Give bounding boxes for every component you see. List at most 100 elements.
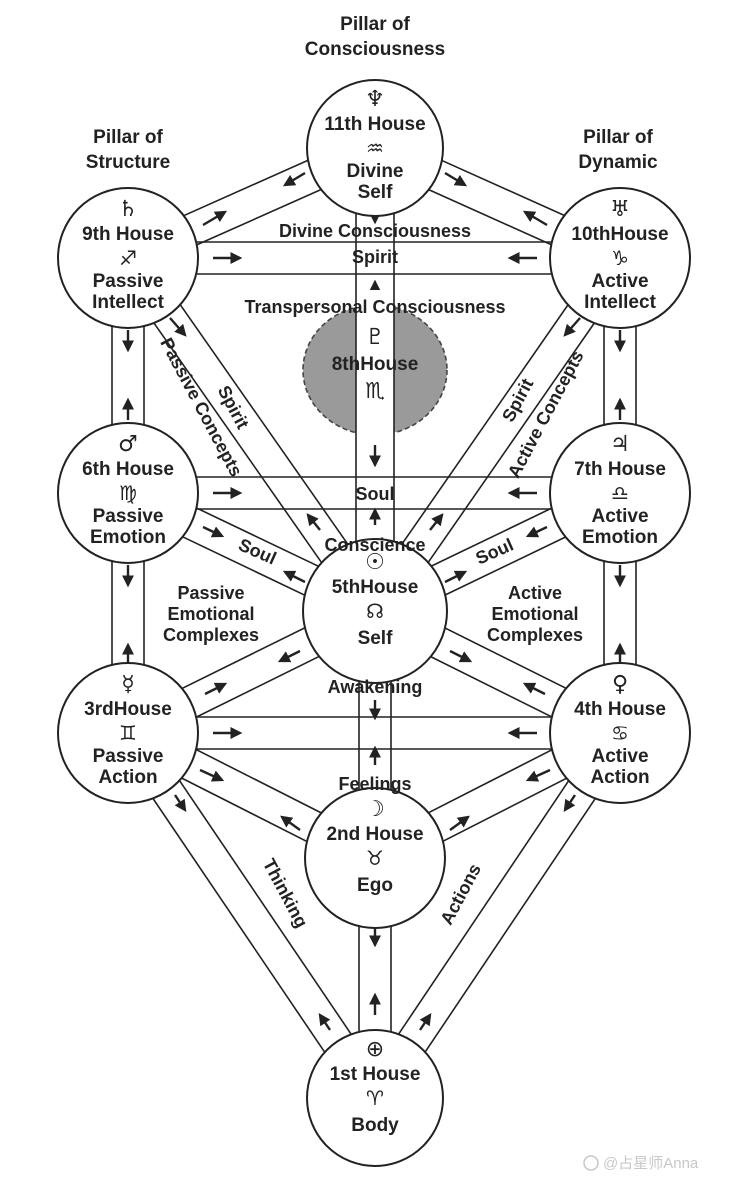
flow-arrow bbox=[169, 317, 187, 337]
label-conscience: Conscience bbox=[324, 535, 425, 555]
7th-house-label-line2: Emotion bbox=[582, 527, 658, 548]
venus-icon: ♀ bbox=[612, 672, 628, 697]
7th-house-label-line1: Active bbox=[591, 506, 648, 527]
2nd-house-label: Ego bbox=[357, 875, 393, 896]
5th-house-label: Self bbox=[358, 628, 394, 649]
7th-house-circle bbox=[549, 422, 691, 564]
jupiter-icon: ♃ bbox=[610, 432, 630, 457]
label-soul-left: Soul bbox=[236, 534, 280, 568]
flow-arrow bbox=[449, 815, 470, 831]
flow-arrow bbox=[429, 513, 444, 531]
9th-house-label-line1: Passive bbox=[93, 271, 164, 292]
3rd-house-circle bbox=[57, 662, 199, 804]
1st-house-title: 1st House bbox=[330, 1064, 421, 1085]
label-transpersonal-consciousness: Transpersonal Consciousness bbox=[244, 297, 505, 317]
9th-house-title: 9th House bbox=[82, 224, 174, 245]
channel-line-h3-h1 bbox=[173, 772, 357, 1042]
8th-house-column bbox=[356, 290, 394, 440]
10th-house-label-line1: Active bbox=[591, 271, 648, 292]
label-active-emotional-complexes-2: Emotional bbox=[491, 604, 578, 624]
5th-house-circle bbox=[302, 538, 448, 684]
channel-line-h3-h2 bbox=[187, 744, 330, 818]
flow-arrow bbox=[174, 794, 187, 812]
earth-icon: ⊕ bbox=[366, 1037, 384, 1062]
channel-line-h10-h5 bbox=[422, 315, 600, 571]
pluto-icon: ♇ bbox=[365, 325, 385, 350]
6th-house-circle bbox=[57, 422, 199, 564]
capricorn-icon: ♑ bbox=[611, 246, 629, 270]
3rd-house-label-line2: Action bbox=[98, 767, 157, 788]
flow-arrow bbox=[280, 815, 301, 831]
6th-house-label-line1: Passive bbox=[93, 506, 164, 527]
channel-line-h3-h5 bbox=[188, 651, 328, 722]
pillar-structure-line2: Structure bbox=[86, 152, 170, 173]
scorpio-icon: ♏ bbox=[365, 379, 385, 404]
10th-house-label-line2: Intellect bbox=[584, 292, 656, 313]
label-thinking: Thinking bbox=[259, 855, 312, 931]
cancer-icon: ♋ bbox=[611, 721, 629, 745]
5th-house-title: 5thHouse bbox=[332, 577, 419, 598]
channel-line-h6-h5 bbox=[174, 532, 314, 600]
flow-arrow bbox=[199, 768, 225, 782]
10th-house-circle bbox=[549, 187, 691, 329]
virgo-icon: ♍ bbox=[119, 481, 137, 505]
libra-icon: ♎ bbox=[611, 481, 629, 505]
channel-line-h4-h2 bbox=[434, 773, 575, 846]
label-soul-horizontal: Soul bbox=[356, 484, 395, 504]
4th-house-title: 4th House bbox=[574, 699, 666, 720]
label-active-emotional-complexes-3: Complexes bbox=[487, 625, 583, 645]
7th-house-title: 7th House bbox=[574, 459, 666, 480]
sun-icon: ☉ bbox=[365, 550, 385, 575]
2nd-house-title: 2nd House bbox=[326, 824, 423, 845]
channel-line-h4-h1 bbox=[393, 773, 575, 1042]
flow-arrow bbox=[563, 317, 581, 337]
gemini-icon: ♊ bbox=[119, 721, 137, 745]
4th-house-label-line1: Active bbox=[591, 746, 648, 767]
label-active-emotional-complexes-1: Active bbox=[508, 583, 562, 603]
channel-line-h3-h1 bbox=[147, 790, 331, 1060]
channel-line-h4-h5 bbox=[422, 651, 560, 722]
sagittarius-icon: ♐ bbox=[119, 246, 137, 270]
pillar-dynamic-line2: Dynamic bbox=[578, 152, 658, 173]
pillar-structure-line1: Pillar of bbox=[93, 127, 163, 148]
channel-line-h11-h10 bbox=[420, 185, 560, 249]
flow-arrow bbox=[282, 570, 306, 584]
channel-line-h11-h9 bbox=[175, 156, 317, 220]
mars-icon: ♂ bbox=[118, 432, 138, 457]
flow-arrow bbox=[563, 794, 576, 812]
label-passive-emotional-complexes-2: Emotional bbox=[167, 604, 254, 624]
channel-line-h7-h5 bbox=[422, 503, 560, 571]
label-awakening: Awakening bbox=[328, 677, 423, 697]
flow-arrow bbox=[525, 768, 551, 782]
flow-arrow bbox=[525, 525, 548, 538]
3rd-house-label-line1: Passive bbox=[93, 746, 164, 767]
label-feelings: Feelings bbox=[338, 774, 411, 794]
channel-line-h4-h1 bbox=[419, 790, 601, 1060]
channel-line-h9-h5 bbox=[148, 315, 328, 571]
flow-arrow bbox=[419, 1013, 432, 1031]
label-spirit-horizontal: Spirit bbox=[352, 247, 398, 267]
mercury-icon: ☿ bbox=[121, 672, 135, 697]
uranus-icon: ♅ bbox=[610, 197, 630, 222]
channel-line-h11-h10 bbox=[433, 156, 573, 220]
3rd-house-title: 3rdHouse bbox=[84, 699, 172, 720]
11th-house-label-line1: Divine bbox=[346, 161, 403, 182]
2nd-house-circle bbox=[304, 787, 446, 929]
flow-arrow bbox=[444, 570, 468, 584]
4th-house-label-line2: Action bbox=[590, 767, 649, 788]
6th-house-title: 6th House bbox=[82, 459, 174, 480]
pillar-consciousness-line2: Consciousness bbox=[305, 39, 445, 60]
flow-arrow bbox=[318, 1013, 331, 1031]
flow-arrow bbox=[202, 210, 228, 227]
aries-icon: ♈ bbox=[366, 1086, 384, 1110]
label-divine-consciousness: Divine Consciousness bbox=[279, 221, 471, 241]
aquarius-icon: ♒ bbox=[366, 136, 384, 160]
channel-line-h7-h5 bbox=[436, 532, 574, 600]
